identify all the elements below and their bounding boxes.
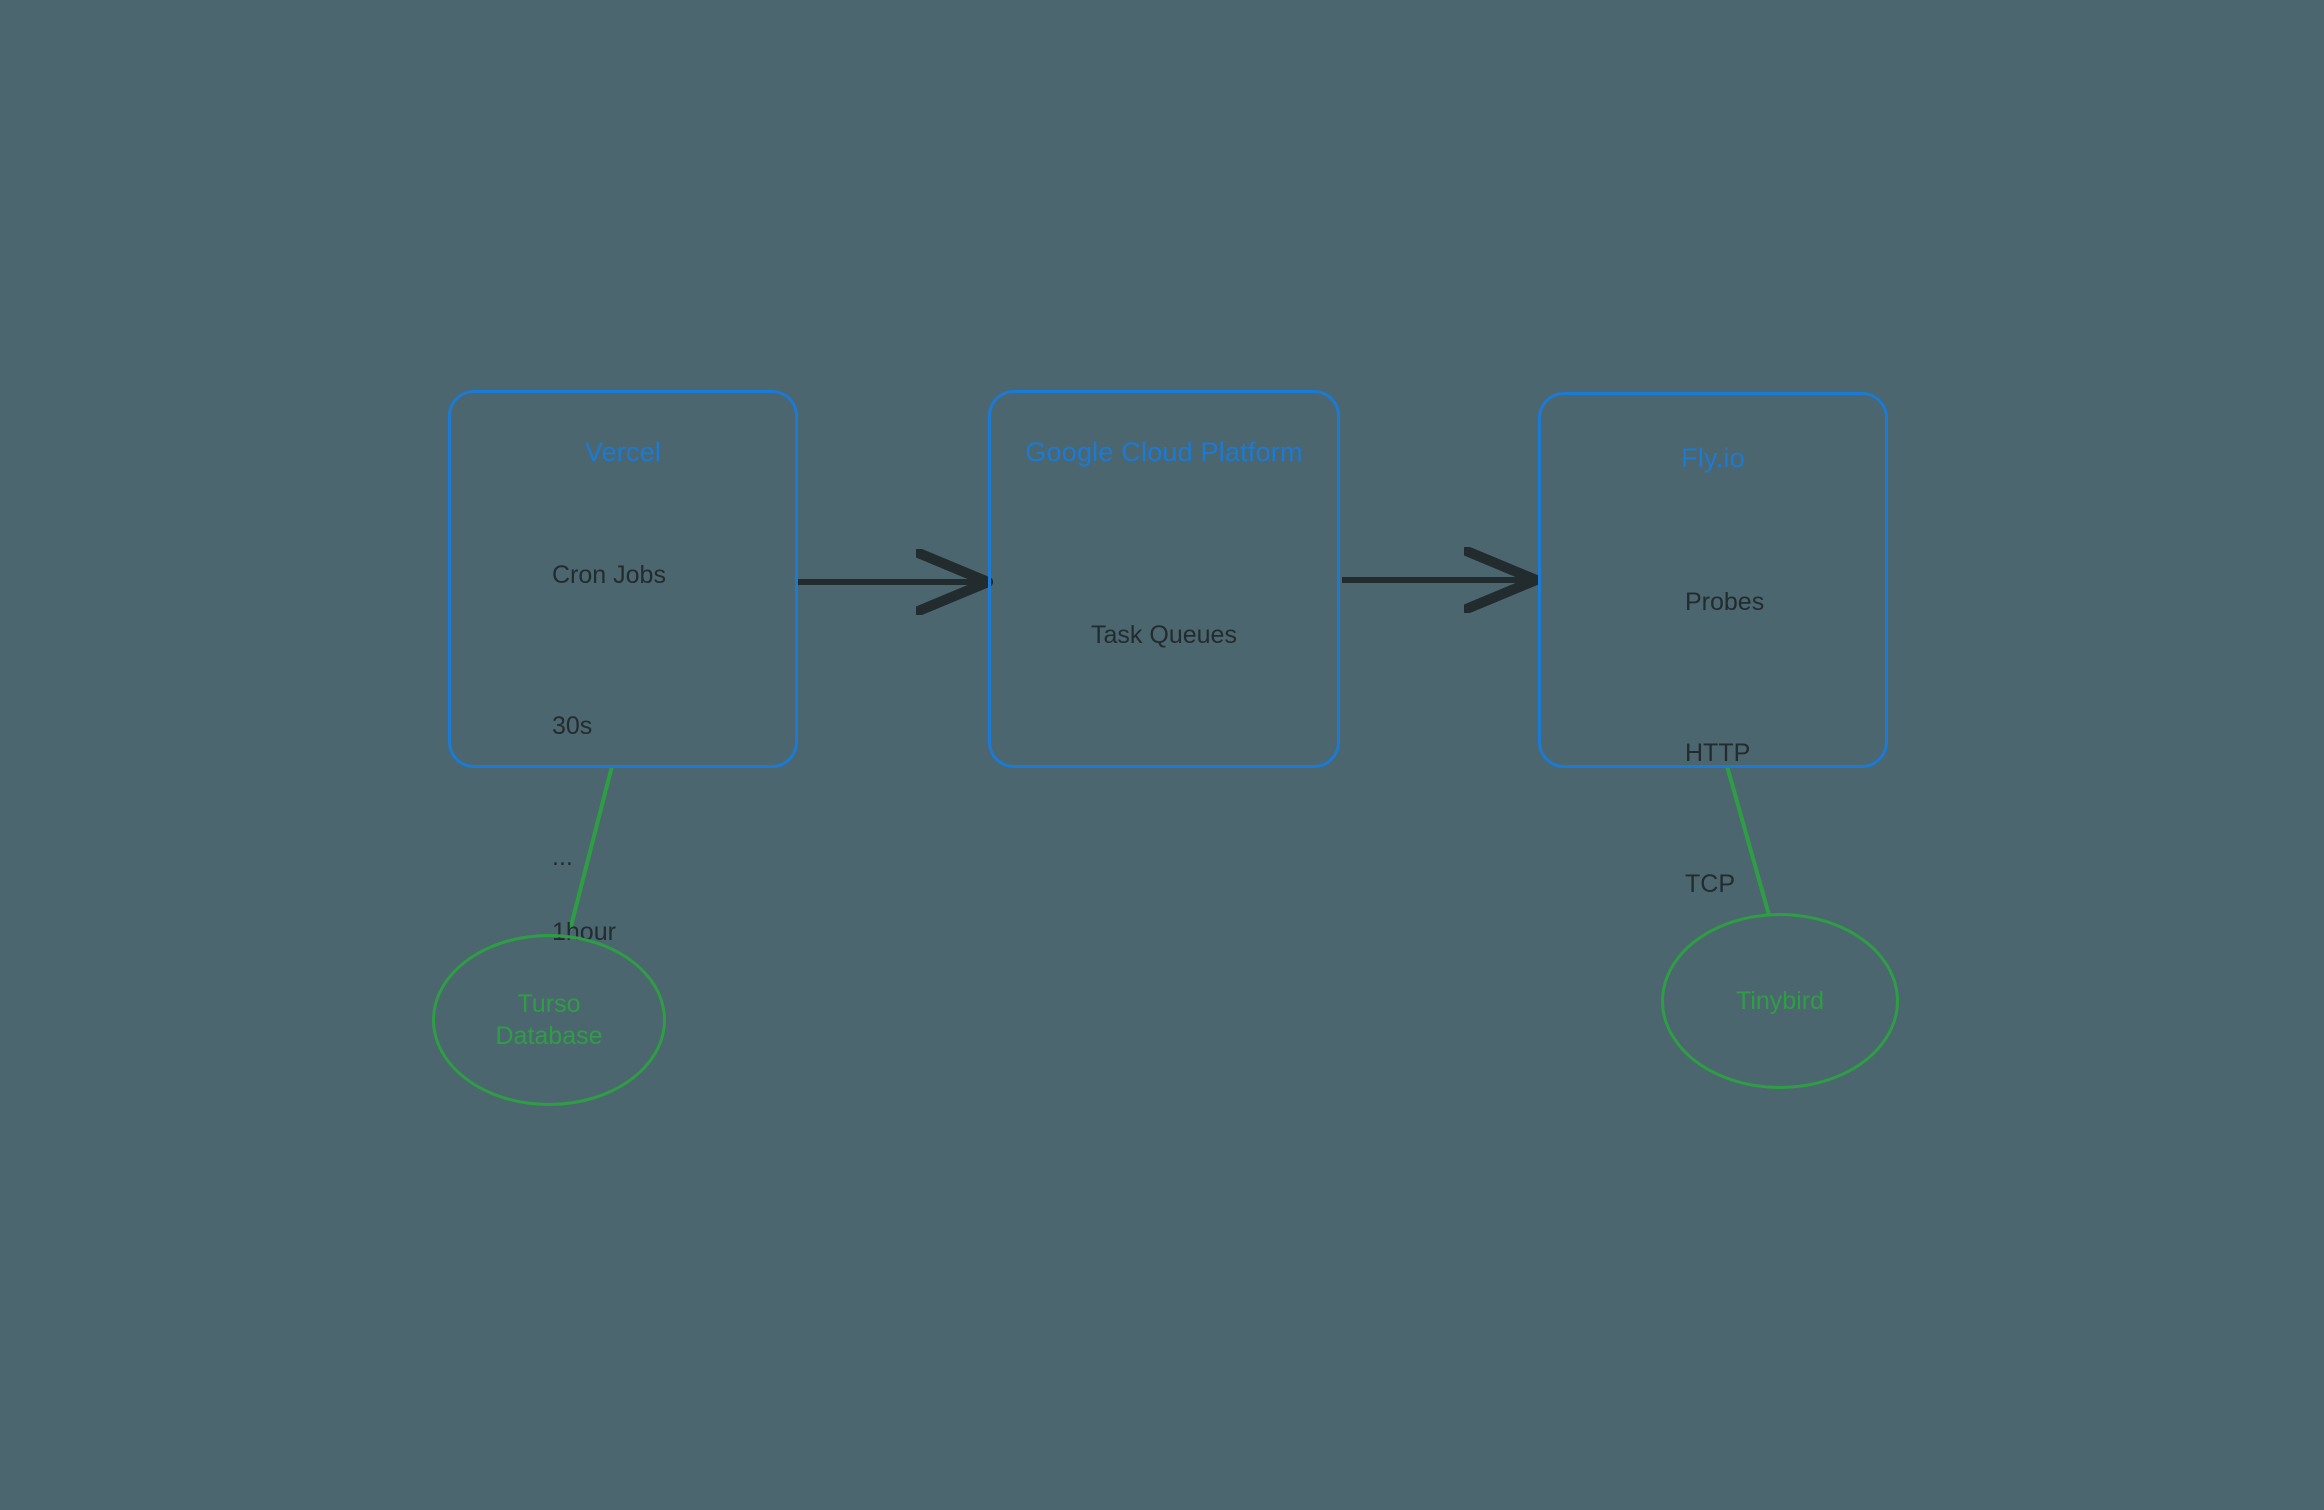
node-vercel-title: Vercel <box>584 437 662 467</box>
node-gcp-title: Google Cloud Platform <box>1025 437 1303 467</box>
node-gcp-body: Task Queues <box>991 573 1337 698</box>
datastore-turso-label: Turso Database <box>495 990 603 1050</box>
node-vercel-line-2: ... <box>552 843 573 871</box>
node-gcp-line-0: Task Queues <box>1091 621 1237 649</box>
node-flyio-line-0: Probes <box>1685 588 1765 616</box>
node-flyio-body: Probes HTTP TCP <box>1685 540 1764 947</box>
node-vercel-body: Cron Jobs 30s ... 1hour <box>552 513 666 995</box>
spacer <box>552 638 666 664</box>
node-vercel[interactable]: Vercel Cron Jobs 30s ... 1hour <box>448 390 798 945</box>
datastore-tinybird[interactable]: Tinybird <box>1661 913 1899 1089</box>
node-vercel-line-0: Cron Jobs <box>552 561 666 589</box>
node-flyio-line-1: HTTP <box>1685 739 1751 767</box>
spacer <box>1685 816 1764 822</box>
node-flyio[interactable]: Fly.io Probes HTTP TCP <box>1538 392 1888 897</box>
spacer <box>552 789 666 795</box>
datastore-tinybird-label: Tinybird <box>1736 987 1824 1015</box>
node-flyio-title: Fly.io <box>1681 443 1745 473</box>
node-flyio-line-2: TCP <box>1685 870 1735 898</box>
node-vercel-line-1: 30s <box>552 712 593 740</box>
node-gcp[interactable]: Google Cloud Platform Task Queues <box>988 390 1340 768</box>
spacer <box>1685 665 1764 691</box>
datastore-turso[interactable]: Turso Database <box>432 934 666 1106</box>
